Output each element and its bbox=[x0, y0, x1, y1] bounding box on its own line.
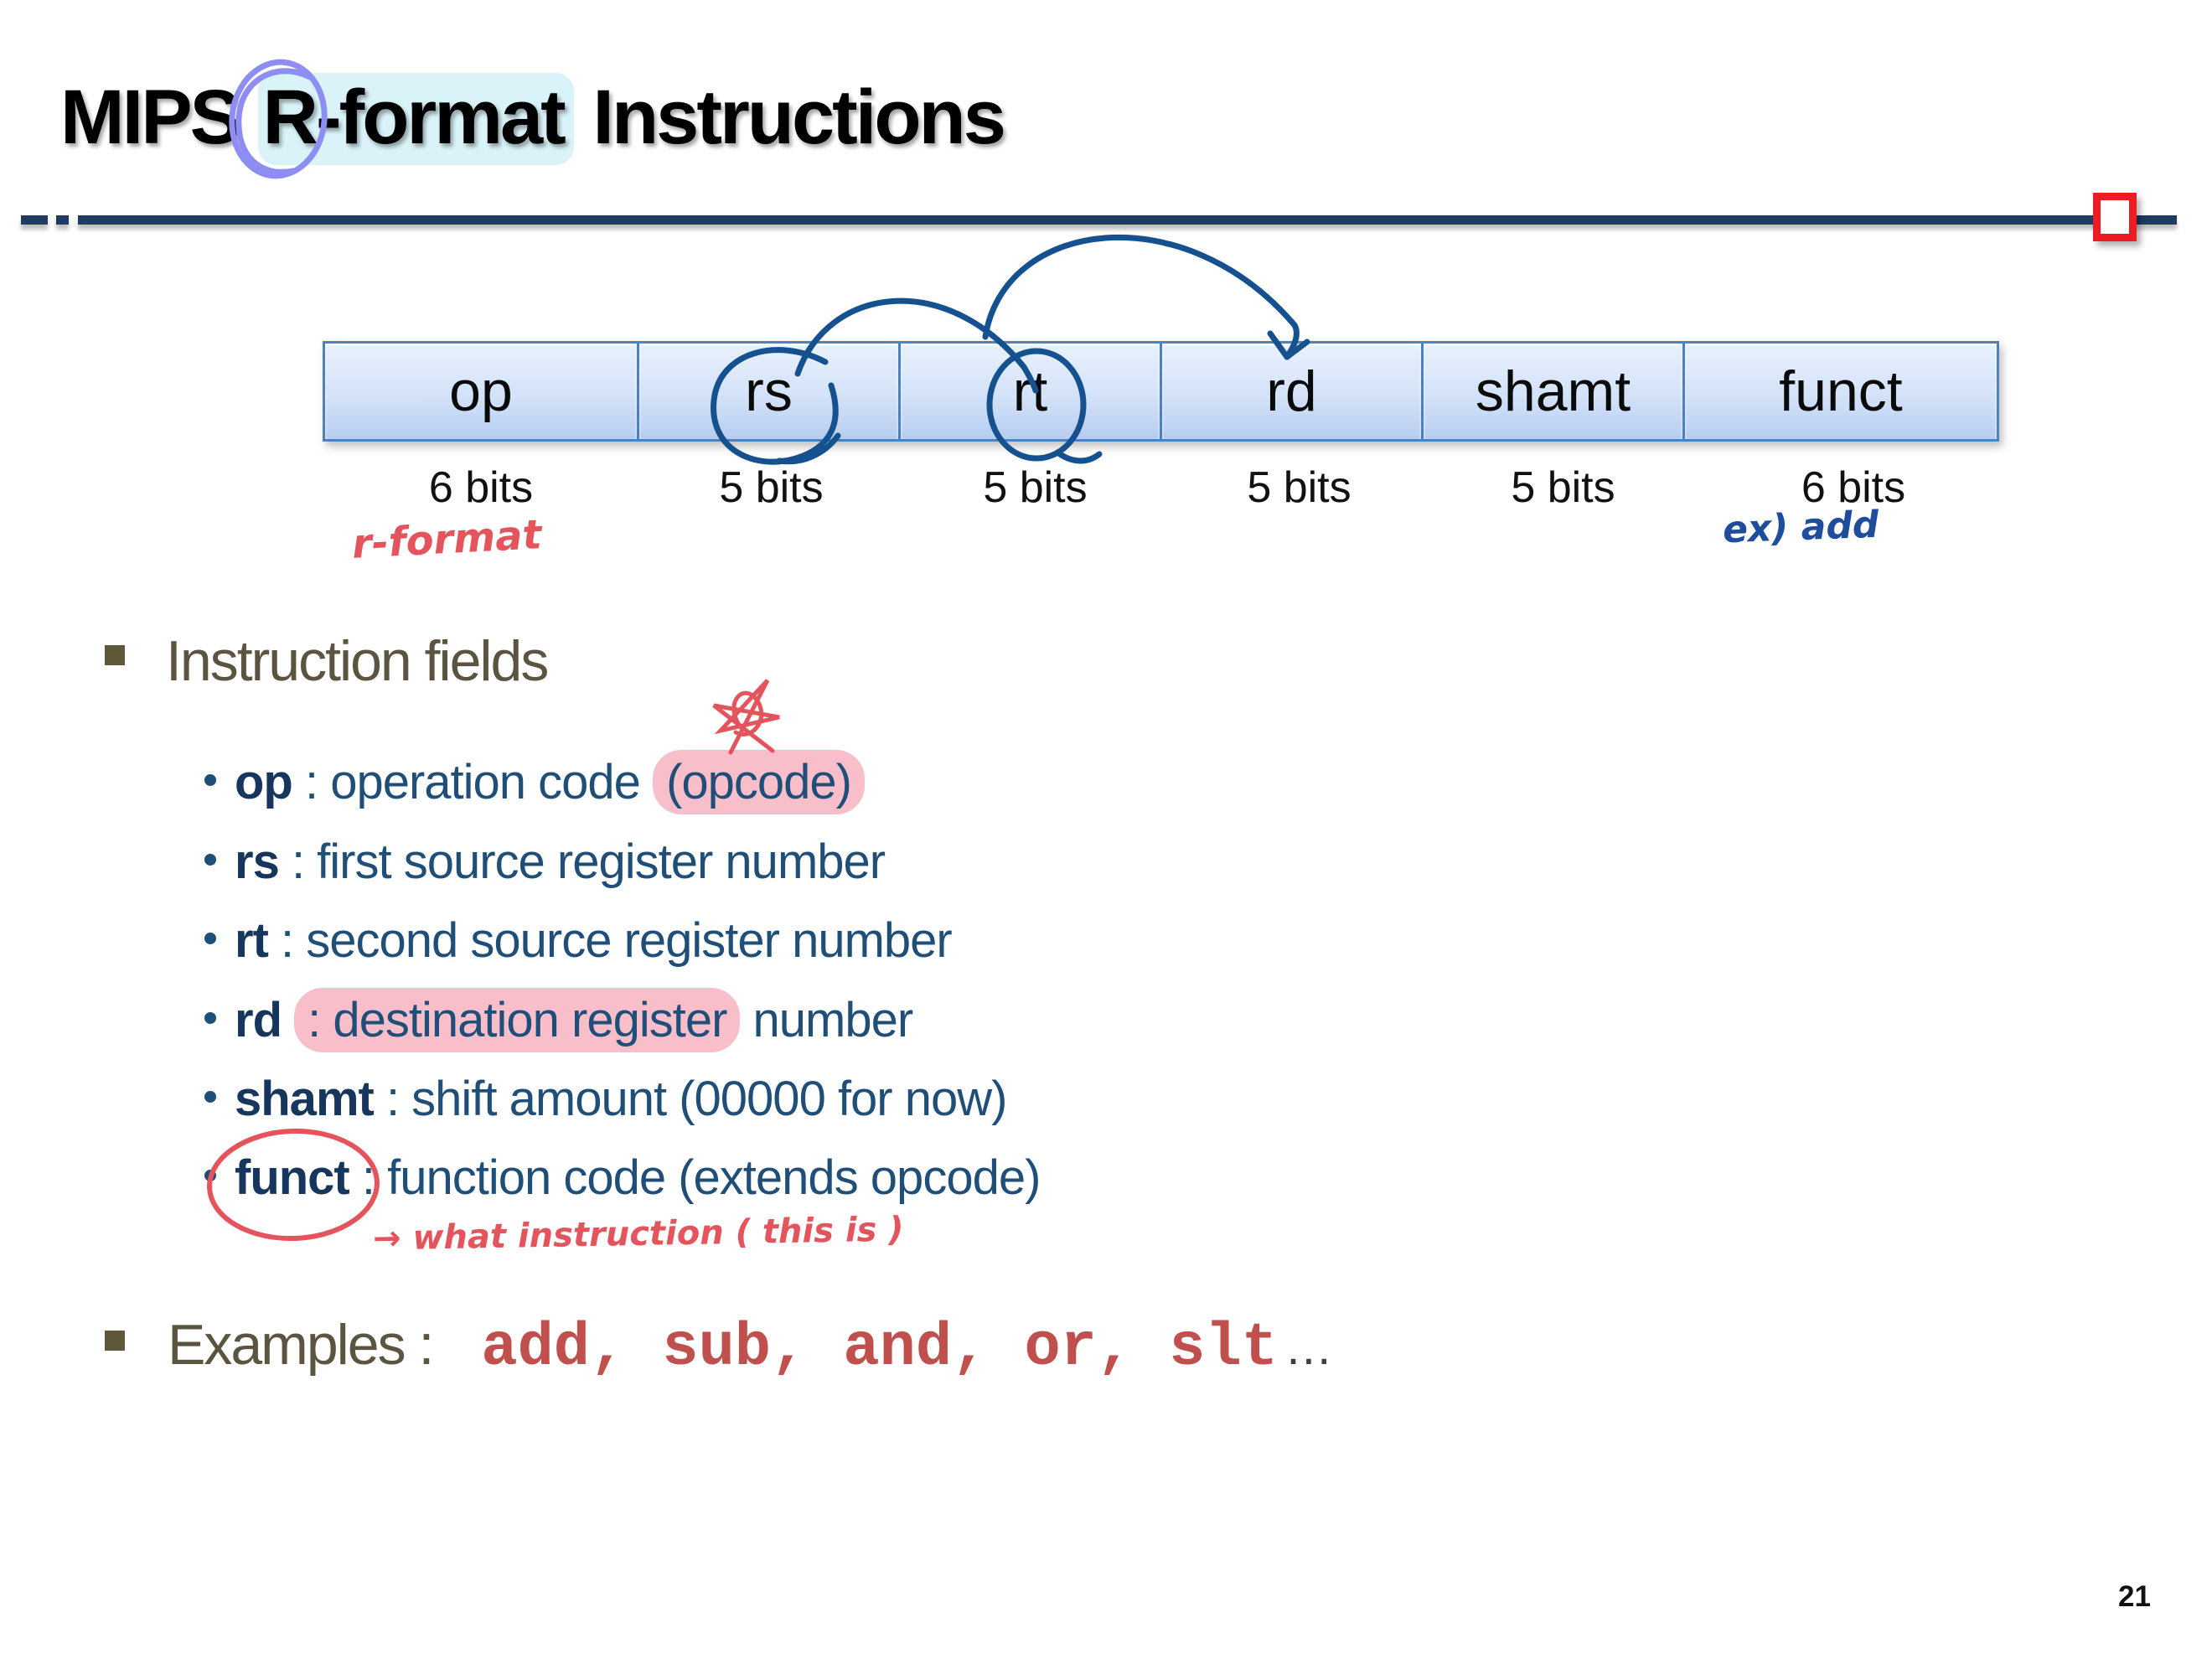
red-scribble-icon bbox=[712, 679, 780, 755]
bullet-dot-icon bbox=[204, 1012, 216, 1024]
divider-dash-2 bbox=[56, 215, 69, 225]
slide-title: MIPS R-format Instructions bbox=[60, 73, 1006, 165]
bullet-dot-icon bbox=[204, 933, 216, 944]
bits-shamt: 5 bits bbox=[1511, 463, 1615, 512]
destination-register-pink-highlight: : destination register bbox=[294, 988, 741, 1052]
handwritten-funct-note: → what instruction ( this is ) bbox=[372, 1210, 904, 1258]
field-cell-funct: funct bbox=[1682, 341, 1999, 442]
field-cell-op: op bbox=[323, 341, 639, 442]
divider-dash-1 bbox=[21, 215, 48, 225]
bits-rs: 5 bits bbox=[719, 463, 824, 512]
title-post: Instructions bbox=[592, 75, 1005, 160]
red-square-marker bbox=[2093, 193, 2137, 241]
square-bullet-icon bbox=[105, 645, 125, 665]
field-cell-shamt: shamt bbox=[1421, 341, 1685, 442]
bullet-funct: funct : function code (extends opcode) bbox=[204, 1150, 1041, 1206]
examples-code: add, sub, and, or, slt bbox=[481, 1314, 1278, 1382]
bullet-dot-icon bbox=[204, 774, 216, 786]
bullet-op: op : operation code (opcode) bbox=[204, 750, 865, 814]
instruction-field-table: op rs rt rd shamt funct bbox=[323, 341, 1999, 442]
bits-rt: 5 bits bbox=[983, 463, 1088, 512]
field-cell-rd: rd bbox=[1160, 341, 1424, 442]
section-heading: Instruction fields bbox=[166, 629, 549, 693]
bullet-dot-icon bbox=[204, 1170, 216, 1181]
title-highlighted-text: R-format bbox=[257, 73, 574, 165]
handwritten-rformat-note: r-format bbox=[350, 511, 543, 568]
square-bullet-icon bbox=[105, 1331, 125, 1351]
bullet-shamt: shamt : shift amount (00000 for now) bbox=[204, 1071, 1007, 1127]
title-pre: MIPS bbox=[60, 75, 241, 160]
bit-width-row: 6 bits 5 bits 5 bits 5 bits 5 bits 6 bit… bbox=[323, 463, 2012, 513]
bits-op: 6 bits bbox=[428, 463, 534, 512]
opcode-pink-highlight: (opcode) bbox=[653, 750, 865, 814]
handwritten-ex-add-note: ex) add bbox=[1722, 503, 1880, 552]
field-cell-rt: rt bbox=[898, 341, 1162, 442]
bits-funct: 6 bits bbox=[1801, 463, 1906, 512]
bits-rd: 5 bits bbox=[1247, 463, 1351, 512]
bullet-rd: rd : destination register number bbox=[204, 988, 913, 1052]
bullet-dot-icon bbox=[204, 1091, 216, 1103]
field-cell-rs: rs bbox=[637, 341, 901, 442]
divider-line bbox=[78, 215, 2177, 225]
bullet-dot-icon bbox=[204, 854, 216, 866]
page-number: 21 bbox=[2118, 1580, 2151, 1613]
examples-ellipsis: … bbox=[1284, 1320, 1333, 1375]
examples-label: Examples : bbox=[168, 1313, 434, 1377]
examples-line: Examples : add, sub, and, or, slt… bbox=[168, 1312, 1333, 1382]
arrow-rt-to-rd-icon bbox=[982, 234, 1310, 360]
bullet-rs: rs : first source register number bbox=[204, 834, 886, 890]
bullet-rt: rt : second source register number bbox=[204, 912, 953, 969]
